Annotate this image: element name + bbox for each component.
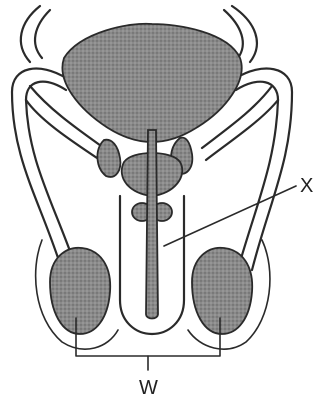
urethra [146,130,158,319]
right-vas-deferens-inner [236,82,278,262]
left-ureter-inner [35,10,50,58]
right-testis [192,248,252,334]
left-testis [50,248,110,334]
left-ureter [21,6,40,62]
left-seminal-vesicle [97,140,120,177]
bladder [62,24,241,142]
label-x: X [300,175,313,197]
right-vas-deferens [236,69,292,270]
label-w: W [139,377,158,399]
